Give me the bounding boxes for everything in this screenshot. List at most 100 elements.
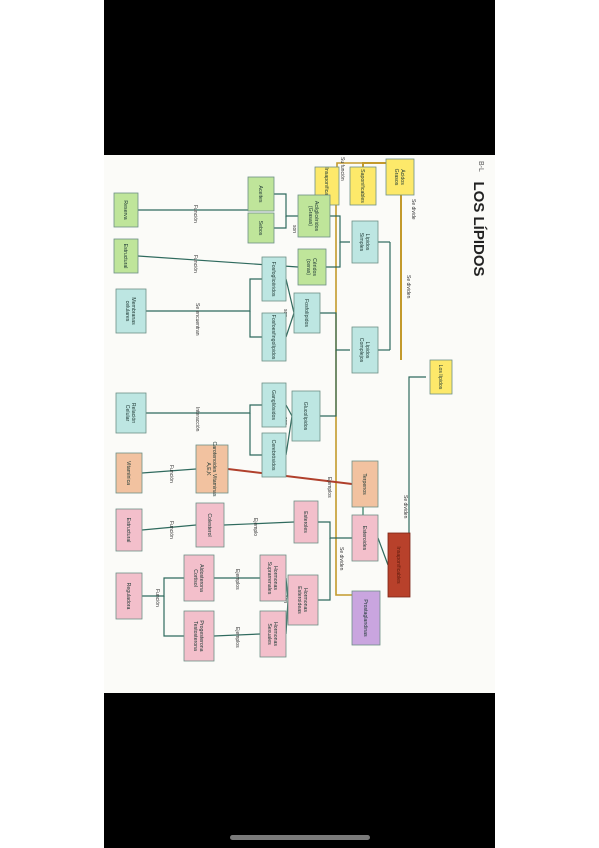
concept-box: Gangliósidos xyxy=(261,382,287,428)
concept-label: Aceites xyxy=(257,185,263,202)
home-indicator[interactable] xyxy=(230,835,370,840)
connector-line xyxy=(285,312,295,338)
connector-label: Función xyxy=(192,205,198,223)
concept-box: ÁcidosGrasos xyxy=(385,158,415,196)
connector-line xyxy=(146,278,262,312)
concept-label: AldosteronaCortisol xyxy=(192,564,204,592)
concept-box: ProgesteronaTestosterona xyxy=(183,610,215,662)
concept-box: Reserva xyxy=(113,192,139,228)
connector-label: Función xyxy=(192,255,198,273)
concept-label: Acilglicéridos(Grasas) xyxy=(307,201,319,232)
concept-box: Céridos(ceras) xyxy=(297,248,327,286)
connector-label: Ejemplos xyxy=(234,627,240,648)
connector-line xyxy=(141,468,197,474)
concept-label: Prostaglandinas xyxy=(362,599,368,637)
concept-box: Sebos xyxy=(247,212,275,244)
connector-label: son xyxy=(291,225,297,233)
connector-line xyxy=(141,524,197,531)
concept-box: Esteroides xyxy=(351,514,379,562)
concept-box: Reguladora xyxy=(115,572,143,620)
connector-label: Interacción xyxy=(194,407,200,432)
connector-line xyxy=(377,537,389,566)
letterbox-bottom xyxy=(104,693,495,848)
concept-label: HormonasSuprarrenales xyxy=(266,562,278,595)
concept-box: Colesterol xyxy=(195,502,225,548)
concept-box: LípidosComplejos xyxy=(351,326,379,374)
concept-label: Céridos(ceras) xyxy=(305,258,317,276)
connector-line xyxy=(285,404,293,417)
connector-line xyxy=(249,413,262,456)
concept-box: Membranascelulares xyxy=(115,288,147,334)
connector-label: Su función xyxy=(339,157,345,181)
connector-label: Ejemplos xyxy=(326,477,332,498)
concept-box: Fosfoglicéridos xyxy=(261,256,287,302)
concept-label: Fosfoglicéridos xyxy=(270,262,276,297)
concept-label: Sebos xyxy=(257,221,263,236)
connector-line xyxy=(163,596,184,637)
concept-label: ProgesteronaTestosterona xyxy=(192,620,204,651)
concept-box: Carotenoides VitaminasA,E,K xyxy=(195,442,229,497)
concept-label: HormonasEsteroideas xyxy=(296,586,308,614)
page-title: LOS LÍPIDOS xyxy=(470,181,487,276)
concept-label: LípidosSimples xyxy=(358,233,370,252)
concept-label: Reserva xyxy=(122,200,128,219)
connector-label: Se dividen xyxy=(405,275,411,299)
concept-box: Acilglicéridos(Grasas) xyxy=(297,194,331,238)
connector-line xyxy=(320,350,337,417)
concept-label: Gangliósidos xyxy=(270,390,276,420)
concept-box: Fosfoesfingolípidos xyxy=(261,312,287,362)
concept-box: Estructural xyxy=(113,238,139,274)
concept-label: Glucolípidos xyxy=(302,402,308,431)
concept-label: Carotenoides VitaminasA,E,K xyxy=(205,442,217,497)
concept-label: ÁcidosGrasos xyxy=(393,169,406,186)
connector-line xyxy=(274,193,298,217)
concept-label: Insaponificables xyxy=(323,167,329,205)
concept-box: HormonasSuprarrenales xyxy=(259,554,287,602)
connector-line xyxy=(213,633,261,637)
concept-label: Esteroides xyxy=(361,526,367,551)
connector-line xyxy=(146,404,262,414)
concept-label: Insaponificables xyxy=(395,546,401,584)
concept-box: Estructural xyxy=(115,508,143,552)
concept-box: Glucolípidos xyxy=(291,390,321,442)
connector-label: Ejemplo xyxy=(252,518,258,536)
concept-box: HormonasSexuales xyxy=(259,610,287,658)
concept-box: Saponificables xyxy=(349,166,377,206)
concept-label: Terpenos xyxy=(361,473,367,495)
concept-box: RelaciónCelular xyxy=(115,392,147,434)
connector-label: Función xyxy=(168,521,174,539)
connector-lines xyxy=(137,162,426,637)
concept-label: Vitamínica xyxy=(125,461,131,485)
concept-box: Cerebrósidos xyxy=(261,432,287,478)
connector-label: Función xyxy=(168,465,174,483)
concept-label: Fosfolípidos xyxy=(303,299,309,327)
connector-line xyxy=(335,205,352,596)
connector-line xyxy=(227,468,353,485)
concept-label: Reguladora xyxy=(125,583,131,610)
connector-label: Se dividen xyxy=(402,495,408,519)
concept-box: Fosfolípidos xyxy=(293,292,321,334)
concept-box: LípidosSimples xyxy=(351,220,379,264)
connector-line xyxy=(285,415,293,456)
connector-line xyxy=(330,215,350,243)
concept-label: Saponificables xyxy=(359,169,365,203)
connector-label: Se dividen xyxy=(338,547,344,571)
concept-box: Terpenos xyxy=(351,460,379,508)
connector-line xyxy=(318,538,331,601)
concept-box: AldosteronaCortisol xyxy=(183,554,215,602)
connector-label: Se encuentran xyxy=(194,303,200,336)
concept-label: Membranascelulares xyxy=(124,297,136,325)
connector-line xyxy=(285,278,295,314)
connector-line xyxy=(142,577,184,597)
concept-label: Esteroles xyxy=(302,511,308,533)
concept-label: RelaciónCelular xyxy=(124,403,136,423)
connector-line xyxy=(223,521,295,526)
concept-label: Estructural xyxy=(122,244,128,269)
concept-box: Esteroles xyxy=(293,500,319,544)
connector-line xyxy=(336,162,401,167)
connector-label: Función xyxy=(154,589,160,607)
concept-label: Colesterol xyxy=(206,513,212,536)
concept-box: HormonasEsteroideas xyxy=(287,574,319,626)
